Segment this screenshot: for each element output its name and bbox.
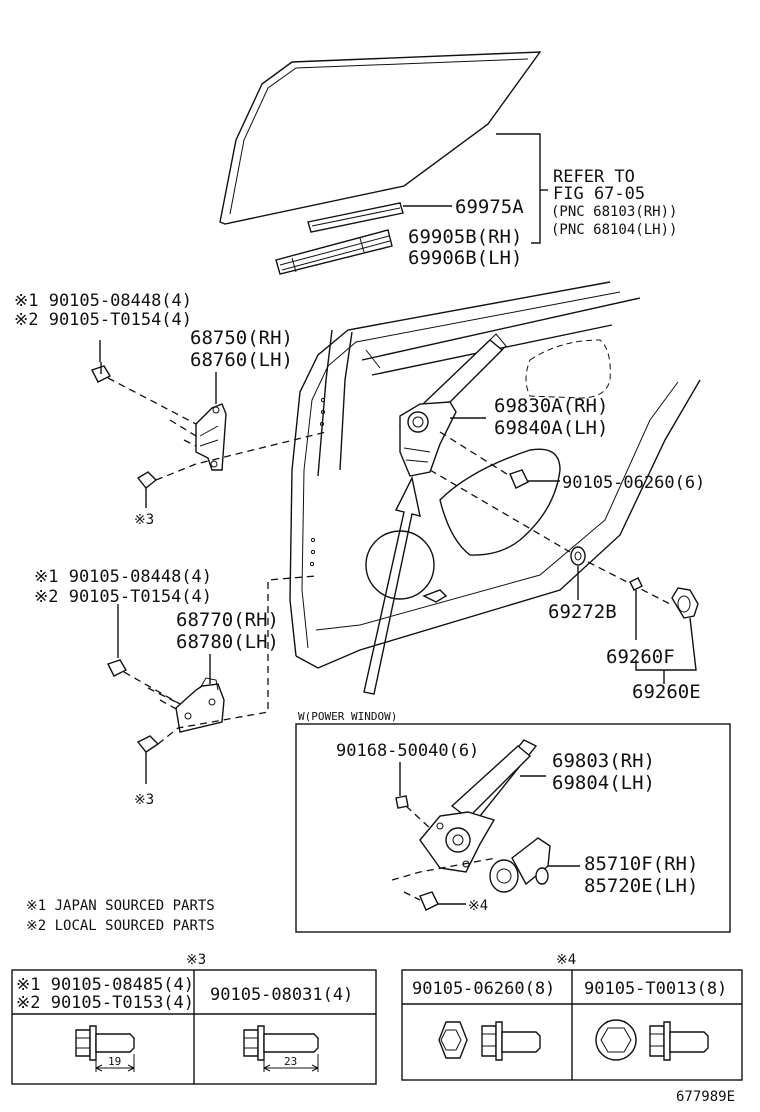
power-window-motor — [489, 837, 551, 893]
part-69905B: 69905B(RH) — [408, 226, 522, 248]
table3-right: 90105-08031(4) — [210, 985, 353, 1005]
part-69272B: 69272B — [548, 601, 617, 623]
handle-clip-69260F — [629, 577, 643, 591]
refer-bracket — [496, 133, 541, 244]
part-85710F: 85710F(RH) — [584, 853, 698, 875]
upper-bolt-2: ※2 90105-T0154(4) — [14, 310, 192, 330]
handle-washer-69272 — [570, 546, 586, 566]
power-regulator-bolt-2 — [419, 891, 439, 911]
handle-69260 — [671, 587, 699, 619]
dim-19: 19 — [108, 1055, 121, 1068]
regulator-bolt-label: 90105-06260(6) — [562, 473, 705, 493]
part-68770: 68770(RH) — [176, 609, 279, 631]
note-japan: ※1 JAPAN SOURCED PARTS — [26, 898, 215, 914]
refer-to-line1: REFER TO — [553, 167, 635, 187]
refer-to-line4: (PNC 68104(LH)) — [551, 222, 677, 238]
regulator-bolt — [509, 469, 529, 489]
part-69804: 69804(LH) — [552, 772, 655, 794]
lower-bolt-2: ※2 90105-T0154(4) — [34, 587, 212, 607]
upper-hinge — [195, 403, 227, 471]
refer-to-line2: FIG 67-05 — [553, 184, 645, 204]
part-68750: 68750(RH) — [190, 327, 293, 349]
part-68760: 68760(LH) — [190, 349, 293, 371]
door-panel — [289, 281, 701, 669]
upper-hinge-bolt — [91, 362, 111, 383]
lower-bolt-1: ※1 90105-08448(4) — [34, 567, 212, 587]
table-4 — [401, 969, 743, 1081]
table3-left-line1: ※1 90105-08485(4) — [16, 975, 194, 995]
upper-bolt-1: ※1 90105-08448(4) — [14, 291, 192, 311]
table-3 — [11, 969, 377, 1085]
lower-hinge — [175, 677, 225, 733]
part-69840A: 69840A(LH) — [494, 417, 608, 439]
lower-ref-3: ※3 — [134, 792, 154, 808]
figure-id: 677989E — [676, 1089, 735, 1105]
refer-to-line3: (PNC 68103(RH)) — [551, 204, 677, 220]
power-regulator-bolt — [395, 795, 409, 809]
power-bolt-label: 90168-50040(6) — [336, 741, 479, 761]
glass-channel-69905 — [275, 229, 393, 275]
part-69906B: 69906B(LH) — [408, 247, 522, 269]
lower-hinge-bolt — [107, 659, 127, 677]
lower-hinge-bolt-2 — [136, 735, 160, 753]
flange-bolt-hex-left — [438, 1021, 541, 1061]
part-69803: 69803(RH) — [552, 750, 655, 772]
power-window-box — [295, 723, 731, 933]
part-85720E: 85720E(LH) — [584, 875, 698, 897]
note-local: ※2 LOCAL SOURCED PARTS — [26, 918, 215, 934]
bolt-19-drawing — [75, 1025, 135, 1072]
install-arrow — [363, 475, 421, 695]
part-69260F: 69260F — [606, 646, 675, 668]
part-68780: 68780(LH) — [176, 631, 279, 653]
part-69975A: 69975A — [455, 196, 524, 218]
table4-right: 90105-T0013(8) — [584, 979, 727, 999]
table4-marker: ※4 — [556, 952, 576, 968]
flange-bolt-hex-right — [595, 1019, 709, 1061]
door-glass — [219, 51, 542, 225]
upper-hinge-bolt-2 — [136, 471, 158, 489]
table3-marker: ※3 — [186, 952, 206, 968]
bolt-23-drawing — [243, 1025, 319, 1072]
power-regulator — [419, 739, 538, 873]
power-ref-4: ※4 — [468, 898, 488, 914]
part-69830A: 69830A(RH) — [494, 395, 608, 417]
window-regulator — [398, 333, 507, 477]
upper-ref-3: ※3 — [134, 512, 154, 528]
table4-left: 90105-06260(8) — [412, 979, 555, 999]
table3-left-line2: ※2 90105-T0153(4) — [16, 993, 194, 1013]
part-69260E: 69260E — [632, 681, 701, 703]
glass-run-strip-69975 — [307, 202, 404, 233]
power-window-title: W(POWER WINDOW) — [298, 710, 397, 723]
dim-23: 23 — [284, 1055, 297, 1068]
